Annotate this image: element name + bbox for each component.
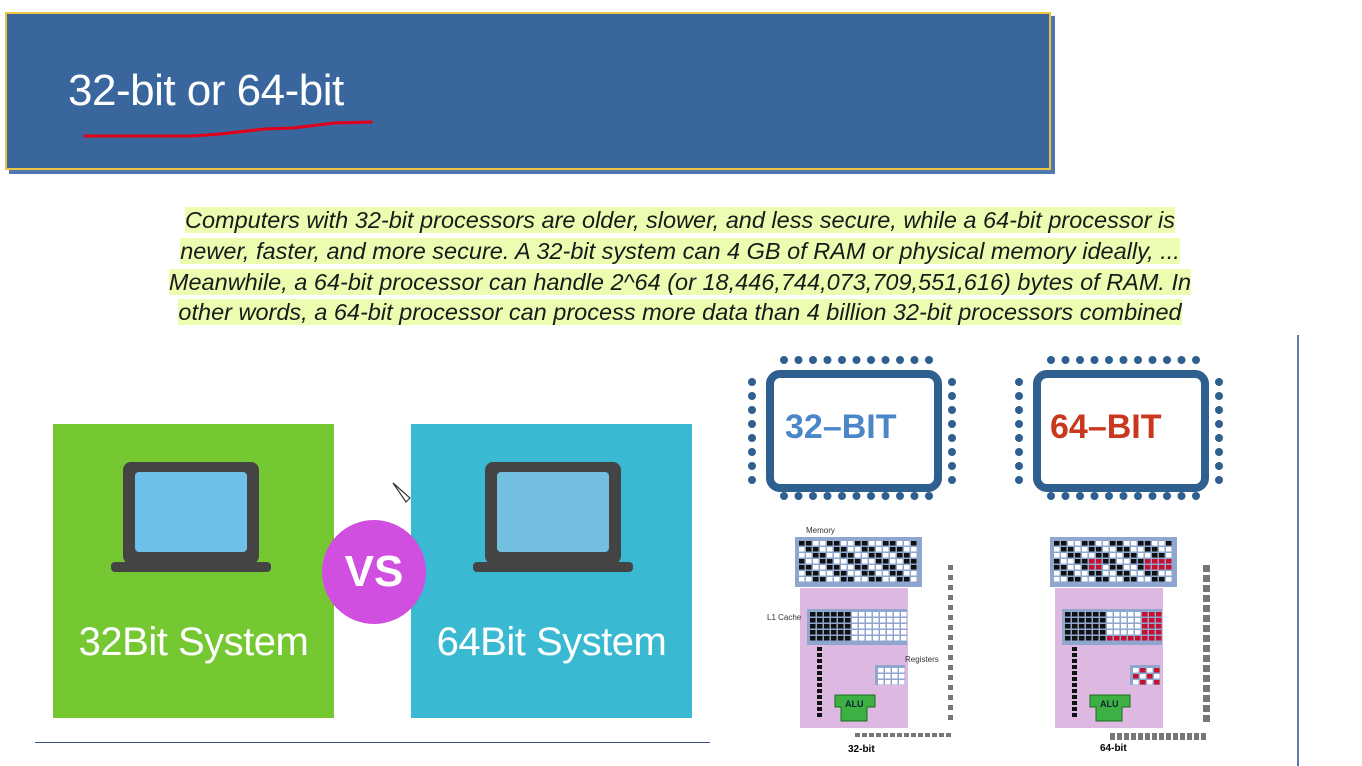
bus-segment xyxy=(1203,605,1210,612)
divider-line xyxy=(35,742,710,743)
alu-label: ALU xyxy=(1100,699,1119,709)
32bit-system-label: 32Bit System xyxy=(78,620,309,664)
bus-segment xyxy=(948,615,953,620)
bus-segment xyxy=(1203,635,1210,642)
paragraph-line: newer, faster, and more secure. A 32-bit… xyxy=(180,237,1180,264)
bus-segment xyxy=(948,565,953,570)
bus-segment xyxy=(918,733,923,737)
bus-segment xyxy=(948,645,953,650)
caption-32bit: 32-bit xyxy=(848,744,875,755)
bus-segment xyxy=(1203,585,1210,592)
bus-segment xyxy=(948,635,953,640)
bus-segment xyxy=(948,575,953,580)
bus-segment xyxy=(1203,715,1210,722)
chip-64bit-label: 64–BIT xyxy=(1050,408,1162,446)
paragraph-line: other words, a 64-bit processor can proc… xyxy=(178,299,1182,326)
diagram-labels: Memory L1 Cache Registers 32-bit 64-bit xyxy=(767,526,1127,755)
bus-segment xyxy=(1203,685,1210,692)
bus-segment xyxy=(948,715,953,720)
bus-segment xyxy=(1203,665,1210,672)
bus-segment xyxy=(1138,733,1143,740)
slide-title: 32-bit or 64-bit xyxy=(68,66,344,115)
bus-segment xyxy=(1173,733,1178,740)
bus-segment xyxy=(1203,655,1210,662)
32bit-architecture-diagram: ALU xyxy=(795,537,953,737)
paragraph-line: Computers with 32-bit processors are old… xyxy=(184,207,1176,233)
bus-segment xyxy=(1166,733,1171,740)
64bit-system-panel: 64Bit System xyxy=(411,424,692,718)
registers-label: Registers xyxy=(905,655,939,664)
pen-cursor-icon xyxy=(392,482,411,503)
bus-segment xyxy=(1152,733,1157,740)
title-banner xyxy=(5,12,1051,170)
memory-label: Memory xyxy=(806,526,835,535)
bus-segment xyxy=(948,655,953,660)
bus-segment xyxy=(869,733,874,737)
bus-segment xyxy=(1203,575,1210,582)
laptop-icon xyxy=(473,462,633,572)
bus-segment xyxy=(948,595,953,600)
bus-segment xyxy=(948,625,953,630)
64bit-architecture-diagram: ALU xyxy=(1050,537,1210,740)
bus-segment xyxy=(911,733,916,737)
bus-segment xyxy=(1159,733,1164,740)
bus-segment xyxy=(876,733,881,737)
paragraph-line: Meanwhile, a 64-bit processor can handle… xyxy=(168,268,1192,295)
bus-segment xyxy=(1203,565,1210,572)
bus-segment xyxy=(1203,695,1210,702)
bus-segment xyxy=(948,665,953,670)
cpu-chip-icon xyxy=(748,356,956,500)
laptop-icon xyxy=(111,462,271,572)
architecture-diagrams: ALU ALU Memory L1 Cache Registers 32-bit … xyxy=(767,526,1210,755)
bus-segment xyxy=(1131,733,1136,740)
bus-segment xyxy=(1187,733,1192,740)
bus-segment xyxy=(948,695,953,700)
bus-segment xyxy=(883,733,888,737)
bus-segment xyxy=(1201,733,1206,740)
bus-segment xyxy=(855,733,860,737)
l1-cache-label: L1 Cache xyxy=(767,613,802,622)
bus-segment xyxy=(948,605,953,610)
alu-block xyxy=(1089,694,1131,722)
bus-segment xyxy=(904,733,909,737)
bus-segment xyxy=(925,733,930,737)
red-underline-annotation xyxy=(83,120,373,138)
bus-segment xyxy=(1124,733,1129,740)
caption-64bit: 64-bit xyxy=(1100,743,1127,754)
description-paragraph: Computers with 32-bit processors are old… xyxy=(60,205,1300,328)
bus-segment xyxy=(1203,615,1210,622)
bus-segment xyxy=(897,733,902,737)
bus-segment xyxy=(932,733,937,737)
bus-segment xyxy=(939,733,944,737)
bus-segment xyxy=(948,705,953,710)
alu-label: ALU xyxy=(845,699,864,709)
bus-segment xyxy=(1203,675,1210,682)
bus-segment xyxy=(862,733,867,737)
bus-segment xyxy=(1203,705,1210,712)
chip-32bit-label: 32–BIT xyxy=(785,408,897,446)
bus-segment xyxy=(1203,595,1210,602)
cpu-chip-icon xyxy=(1015,356,1223,500)
bus-segment xyxy=(1203,645,1210,652)
alu-block xyxy=(834,694,876,722)
bus-segment xyxy=(890,733,895,737)
bus-segment xyxy=(1194,733,1199,740)
cpu-chips xyxy=(748,356,1223,500)
bus-segment xyxy=(948,685,953,690)
bus-segment xyxy=(948,675,953,680)
bus-segment xyxy=(1110,733,1115,740)
32bit-system-panel: 32Bit System xyxy=(53,424,334,718)
bus-segment xyxy=(946,733,951,737)
bus-segment xyxy=(1145,733,1150,740)
bus-segment xyxy=(1203,625,1210,632)
64bit-system-label: 64Bit System xyxy=(436,620,667,664)
bus-segment xyxy=(1117,733,1122,740)
bus-segment xyxy=(948,585,953,590)
bus-segment xyxy=(1180,733,1185,740)
divider-line-vertical xyxy=(1297,335,1299,766)
vs-badge: VS xyxy=(322,520,426,624)
